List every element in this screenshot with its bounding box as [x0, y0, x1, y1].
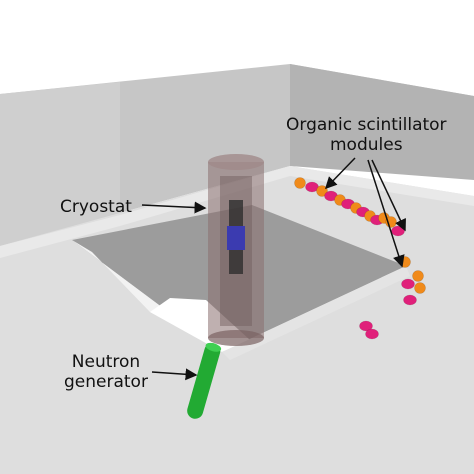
label-organic-line2: modules — [329, 135, 403, 155]
label-cryostat: Cryostat — [60, 197, 132, 217]
organic-scintillator-modules — [294, 177, 426, 340]
scintillator-module-1 — [294, 177, 306, 189]
label-neutron-generator: Neutron generator — [64, 352, 148, 392]
pit-right-edge — [222, 266, 410, 360]
label-organic-scintillator-modules: Organic scintillator modules — [286, 115, 447, 155]
arrow-organic-3 — [371, 159, 406, 232]
neutron-generator-top — [205, 342, 222, 352]
label-neutron-generator-line2: generator — [64, 372, 148, 392]
right-wall — [290, 64, 474, 180]
scintillator-module-19 — [359, 320, 373, 332]
left-wall — [0, 82, 120, 246]
cryostat — [208, 154, 264, 346]
scintillator-module-17 — [403, 294, 417, 306]
scintillator-module-16 — [401, 278, 415, 290]
arrow-neutron-generator — [151, 368, 198, 381]
label-neutron-generator-line1: Neutron — [71, 352, 141, 372]
scintillator-module-3 — [316, 185, 328, 197]
arrow-cryostat — [141, 201, 207, 214]
scintillator-module-15 — [412, 270, 424, 282]
neutron-generator — [187, 342, 222, 419]
neutron-generator-body — [187, 343, 221, 419]
label-organic-line1: Organic scintillator — [286, 115, 447, 135]
arrow-organic-1 — [324, 157, 356, 190]
detector-holder-lower — [229, 250, 243, 274]
cryostat-bottom-cap — [208, 330, 264, 346]
detector-holder-upper — [229, 200, 243, 226]
scintillator-module-18 — [414, 282, 426, 294]
scintillator-module-13 — [391, 225, 405, 237]
cryostat-top-cap — [208, 154, 264, 170]
arrow-organic-2 — [367, 159, 405, 268]
detector-core — [227, 226, 245, 250]
scintillator-module-20 — [365, 328, 379, 340]
